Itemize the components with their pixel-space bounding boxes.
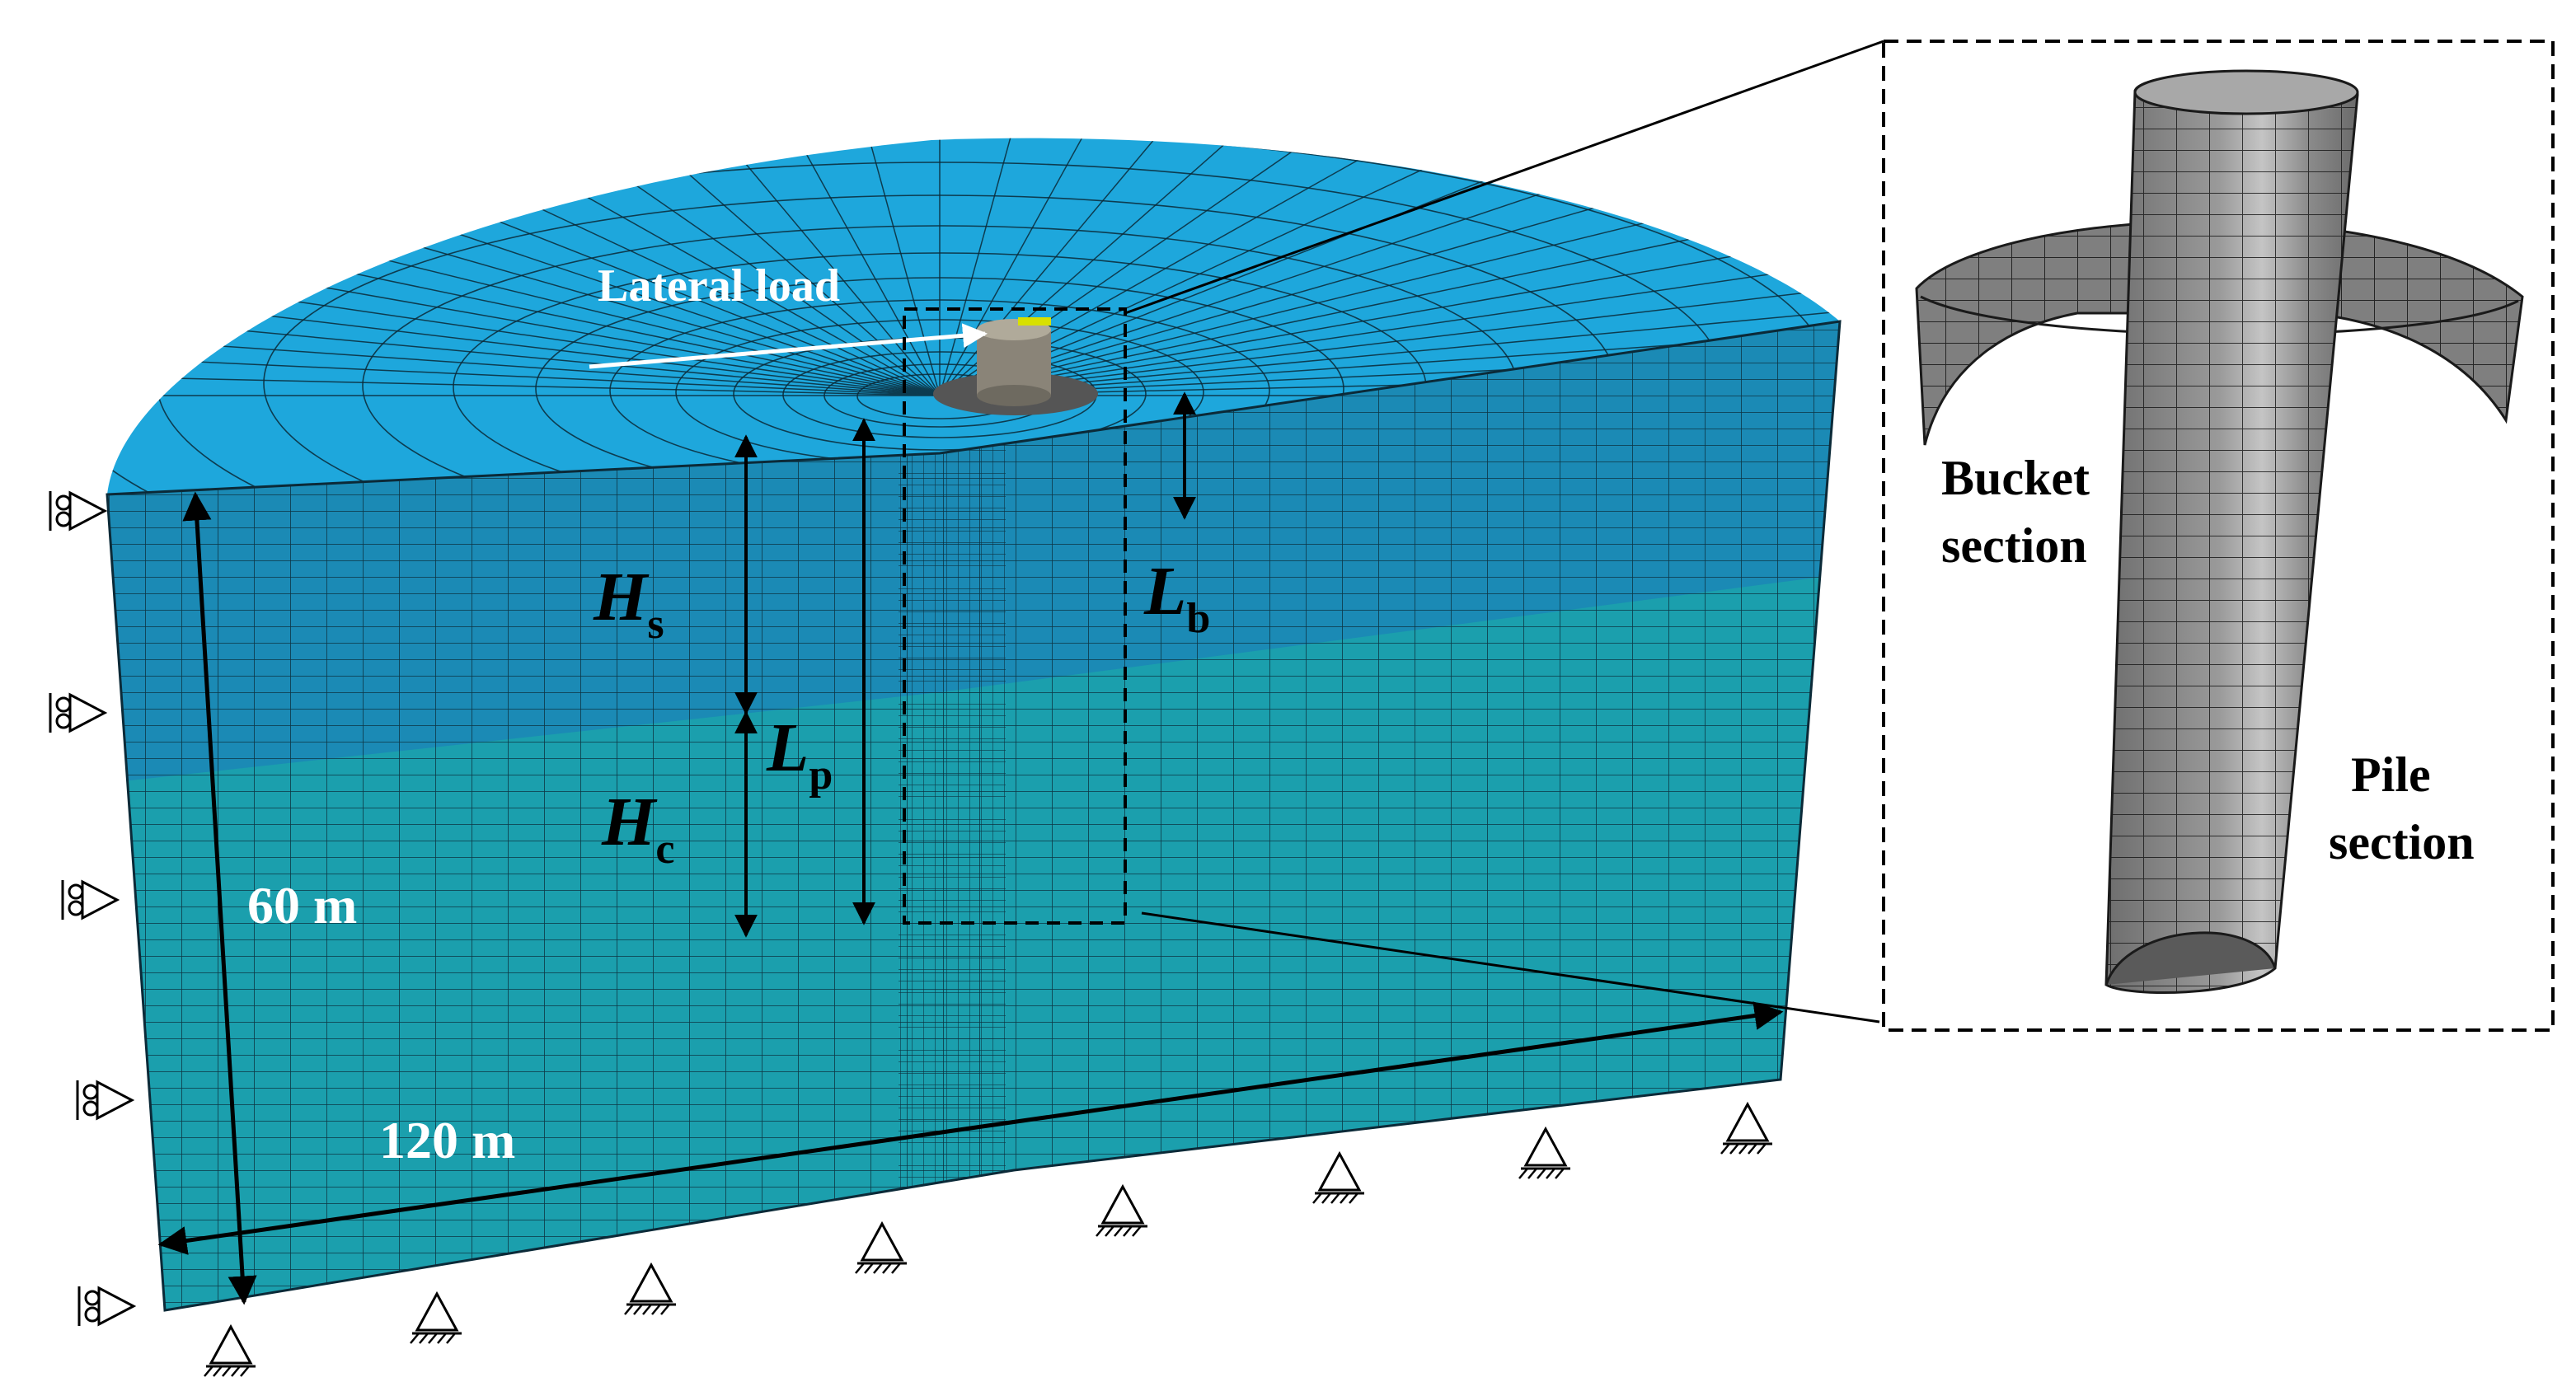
width-dimension-arrow: [157, 1001, 1784, 1255]
top-mesh-radial: [939, 138, 1015, 396]
soil-model: [106, 138, 1842, 1312]
roller-support-icon: [49, 692, 108, 733]
top-mesh-radial: [939, 138, 1089, 396]
roller-support-icon: [77, 1286, 137, 1327]
top-mesh-radial: [576, 143, 941, 396]
pile-zone-fine-mesh: [899, 396, 1006, 1211]
pile-head: [933, 317, 1098, 415]
top-mesh-radial: [939, 252, 1748, 396]
pin-support-icon: [624, 1262, 676, 1315]
top-mesh-radial: [939, 271, 1785, 396]
hs-symbol: Hs: [593, 559, 664, 648]
top-mesh-radial: [646, 138, 941, 396]
inset-panel: Bucket section Pile section: [1882, 40, 2555, 1032]
roller-support-icon: [49, 490, 108, 532]
lp-symbol: Lp: [766, 710, 833, 799]
lateral-load-arrow: [589, 323, 988, 369]
roller-support-icon: [61, 879, 120, 921]
top-mesh-radial: [939, 290, 1816, 396]
top-mesh-radial: [791, 138, 941, 396]
pin-support-icon: [1312, 1150, 1364, 1204]
pile-section-label-2: section: [2329, 815, 2475, 869]
pin-support-icon: [855, 1220, 907, 1274]
bucket-section-label-2: section: [1941, 518, 2087, 573]
lb-symbol: Lb: [1143, 553, 1210, 642]
lateral-load-label: Lateral load: [598, 260, 840, 312]
pin-support-icon: [1518, 1126, 1570, 1179]
supports: [49, 490, 1772, 1377]
pin-support-icon: [204, 1323, 256, 1377]
roller-support-icon: [76, 1080, 135, 1121]
width-dimension-label: 120 m: [379, 1111, 515, 1169]
top-mesh-radial: [939, 235, 1707, 396]
hc-symbol: Hc: [601, 784, 674, 873]
pile-section-shape: [2104, 69, 2359, 995]
top-mesh-radial: [939, 218, 1661, 396]
zoom-region-box: [903, 307, 1127, 925]
height-dimension-label: 60 m: [247, 876, 357, 935]
pin-support-icon: [1096, 1183, 1147, 1237]
bucket-section-label: Bucket: [1941, 451, 2090, 505]
top-mesh-radial: [939, 138, 1162, 396]
top-mesh-radial: [865, 138, 941, 396]
top-mesh-radial: [717, 138, 941, 396]
pin-support-icon: [1720, 1101, 1772, 1155]
pile-section-label: Pile: [2351, 747, 2431, 802]
leader-line-top: [1124, 40, 1884, 315]
leader-line-bottom: [1141, 911, 1880, 1024]
top-mesh-radial: [939, 202, 1611, 396]
pin-support-icon: [410, 1291, 462, 1344]
top-mesh-radial: [939, 311, 1840, 396]
annotations: Lateral load Hs Hc Lp Lb 60 m 120 m: [157, 40, 1884, 1305]
